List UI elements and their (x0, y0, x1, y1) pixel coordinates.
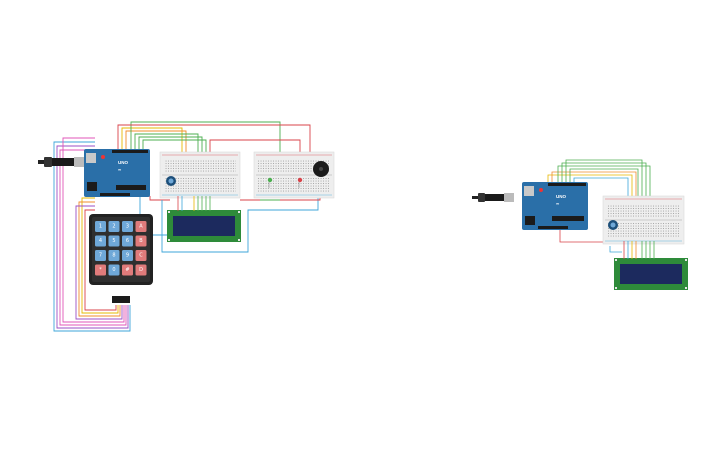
wire[interactable] (81, 197, 119, 314)
wire[interactable] (161, 175, 319, 253)
keypad-key-label: 7 (99, 253, 102, 259)
keypad-key-label: # (125, 267, 129, 273)
wire[interactable] (569, 168, 639, 220)
keypad-key[interactable] (122, 264, 133, 276)
potentiometer-icon[interactable] (608, 220, 618, 230)
wire[interactable] (142, 139, 207, 160)
lcd-display-left[interactable] (167, 210, 241, 242)
keypad-keys: 1 2 3 A 4 5 6 B 7 8 9 C * 0 # D (95, 221, 147, 276)
wire[interactable] (59, 149, 127, 326)
keypad-key[interactable] (95, 221, 106, 232)
arduino-label: UNO (118, 160, 128, 165)
keypad-key-label: B (139, 238, 143, 244)
keypad-key[interactable] (108, 264, 120, 276)
buzzer-icon[interactable] (313, 161, 329, 177)
arduino-uno-board[interactable]: UNO ∞ (522, 182, 588, 230)
led-icon[interactable] (297, 177, 303, 188)
wire[interactable] (62, 137, 125, 323)
svg-text:∞: ∞ (556, 201, 559, 206)
keypad-key-label: 4 (99, 238, 102, 244)
left-wires (53, 121, 321, 332)
right-circuit: UNO ∞ (472, 159, 688, 290)
arduino-label: UNO (556, 194, 566, 199)
keypad-key[interactable] (135, 235, 147, 247)
wire[interactable] (75, 205, 123, 320)
wire[interactable] (557, 165, 651, 220)
wire[interactable] (561, 162, 647, 220)
keypad-key[interactable] (95, 264, 106, 276)
keypad-key-label: * (99, 267, 102, 273)
keypad-key-label: A (139, 224, 143, 230)
keypad-key-label: 2 (112, 224, 115, 230)
keypad-key-label: 3 (126, 224, 129, 230)
usb-plug-icon[interactable] (472, 193, 514, 202)
wire[interactable] (56, 145, 129, 329)
breadboard-right[interactable] (602, 195, 685, 245)
wire[interactable] (609, 246, 622, 253)
keypad-key[interactable] (135, 221, 147, 232)
keypad-key[interactable] (108, 250, 120, 261)
wire[interactable] (138, 136, 203, 160)
keypad-key-label: C (139, 253, 143, 259)
keypad-key[interactable] (135, 250, 147, 261)
keypad-key[interactable] (122, 221, 133, 232)
keypad-key-label: 9 (126, 253, 129, 259)
keypad-key[interactable] (95, 235, 106, 247)
wire[interactable] (53, 141, 131, 332)
wire[interactable] (125, 130, 187, 160)
keypad-key[interactable] (122, 250, 133, 261)
keypad-key[interactable] (135, 264, 147, 276)
lcd-wires-right (623, 241, 655, 259)
keypad-key[interactable] (108, 221, 120, 232)
keypad-key[interactable] (108, 235, 120, 247)
breadboard-left-a[interactable] (159, 151, 241, 199)
keypad-4x4[interactable]: 1 2 3 A 4 5 6 B 7 8 9 C * 0 # D (89, 214, 153, 303)
usb-plug-icon[interactable] (38, 157, 84, 167)
wire[interactable] (565, 159, 643, 220)
wire[interactable] (78, 201, 121, 317)
arduino-uno-board[interactable]: UNO ∞ (84, 149, 150, 197)
keypad-key-label: 8 (112, 253, 115, 259)
wire[interactable] (121, 127, 183, 160)
keypad-key-label: D (139, 267, 143, 273)
wire[interactable] (117, 124, 311, 152)
keypad-key-label: 0 (112, 267, 115, 273)
left-circuit: UNO ∞ (38, 121, 335, 332)
wire[interactable] (149, 196, 170, 201)
wire[interactable] (134, 133, 199, 160)
keypad-key-label: 6 (126, 238, 129, 244)
svg-text:∞: ∞ (118, 167, 121, 172)
wire[interactable] (559, 228, 604, 243)
keypad-key-label: 5 (112, 238, 115, 244)
keypad-key[interactable] (122, 235, 133, 247)
lcd-display-right[interactable] (614, 258, 688, 290)
wire[interactable] (84, 209, 117, 311)
lcd-wires (177, 196, 211, 211)
led-icon[interactable] (267, 177, 273, 188)
potentiometer-icon[interactable] (166, 176, 176, 186)
keypad-key[interactable] (95, 250, 106, 261)
keypad-key-label: 1 (99, 224, 102, 230)
